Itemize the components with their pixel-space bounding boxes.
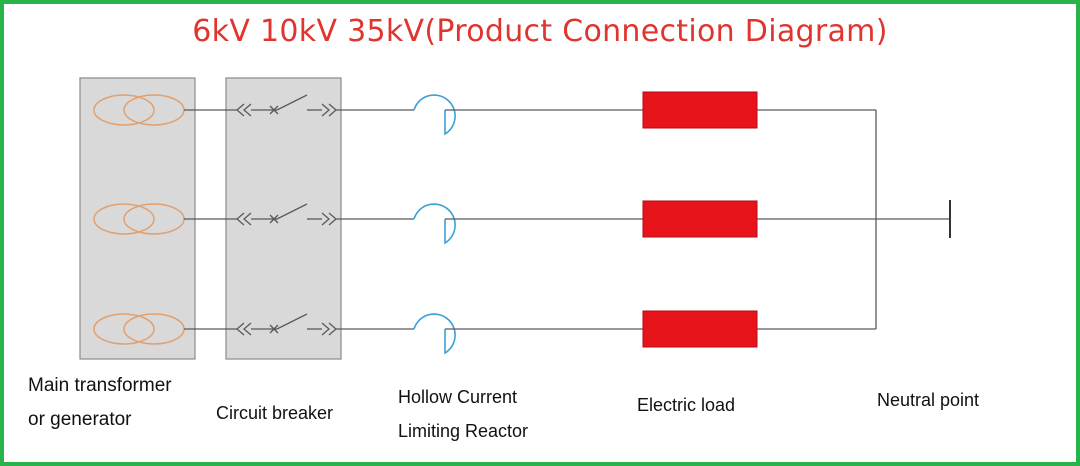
breaker-chevron-left-inner xyxy=(243,103,252,117)
load-resistor-icon xyxy=(642,91,758,129)
phase-lines xyxy=(93,91,876,355)
breaker-blade xyxy=(276,203,308,220)
breaker-switch-icon xyxy=(236,203,337,226)
breaker-chevron-right-inner xyxy=(321,103,330,117)
reactor-label: Hollow Current Limiting Reactor xyxy=(398,380,528,448)
breaker-blade xyxy=(276,313,308,330)
breaker-chevron-left-inner xyxy=(243,212,252,226)
transformer-coil-primary xyxy=(93,313,155,345)
load-resistor-icon xyxy=(642,310,758,348)
neutral-label: Neutral point xyxy=(877,390,980,410)
reactor-coil-icon xyxy=(413,313,456,355)
breaker-chevron-right-inner xyxy=(321,322,330,336)
phase-line-1 xyxy=(93,91,876,136)
breaker-chevron-left-outer xyxy=(236,322,245,336)
reactor-label-line2: Limiting Reactor xyxy=(398,421,529,441)
transformer-label: Main transformer or generator xyxy=(28,369,172,437)
transformer-coil-primary xyxy=(93,203,155,235)
load-label: Electric load xyxy=(637,395,736,415)
breaker-chevron-left-outer xyxy=(236,103,245,117)
breaker-blade xyxy=(276,94,308,111)
diagram-title: 6kV 10kV 35kV(Product Connection Diagram… xyxy=(192,14,888,49)
neutral-connection xyxy=(875,110,951,329)
breaker-label: Circuit breaker xyxy=(216,403,334,423)
reactor-label-line1: Hollow Current xyxy=(398,387,518,407)
reactor-coil-icon xyxy=(413,203,456,245)
breaker-chevron-right-inner xyxy=(321,212,330,226)
transformer-panel xyxy=(79,77,196,360)
reactor-coil-icon xyxy=(413,94,456,136)
load-resistor-icon xyxy=(642,200,758,238)
phase-line-3 xyxy=(93,310,876,355)
phase-line-2 xyxy=(93,200,876,245)
breaker-chevron-left-outer xyxy=(236,212,245,226)
transformer-coil-primary xyxy=(93,94,155,126)
breaker-chevron-left-inner xyxy=(243,322,252,336)
transformer-label-line2: or generator xyxy=(28,409,132,430)
transformer-label-line1: Main transformer xyxy=(28,375,172,396)
breaker-panel xyxy=(225,77,342,360)
